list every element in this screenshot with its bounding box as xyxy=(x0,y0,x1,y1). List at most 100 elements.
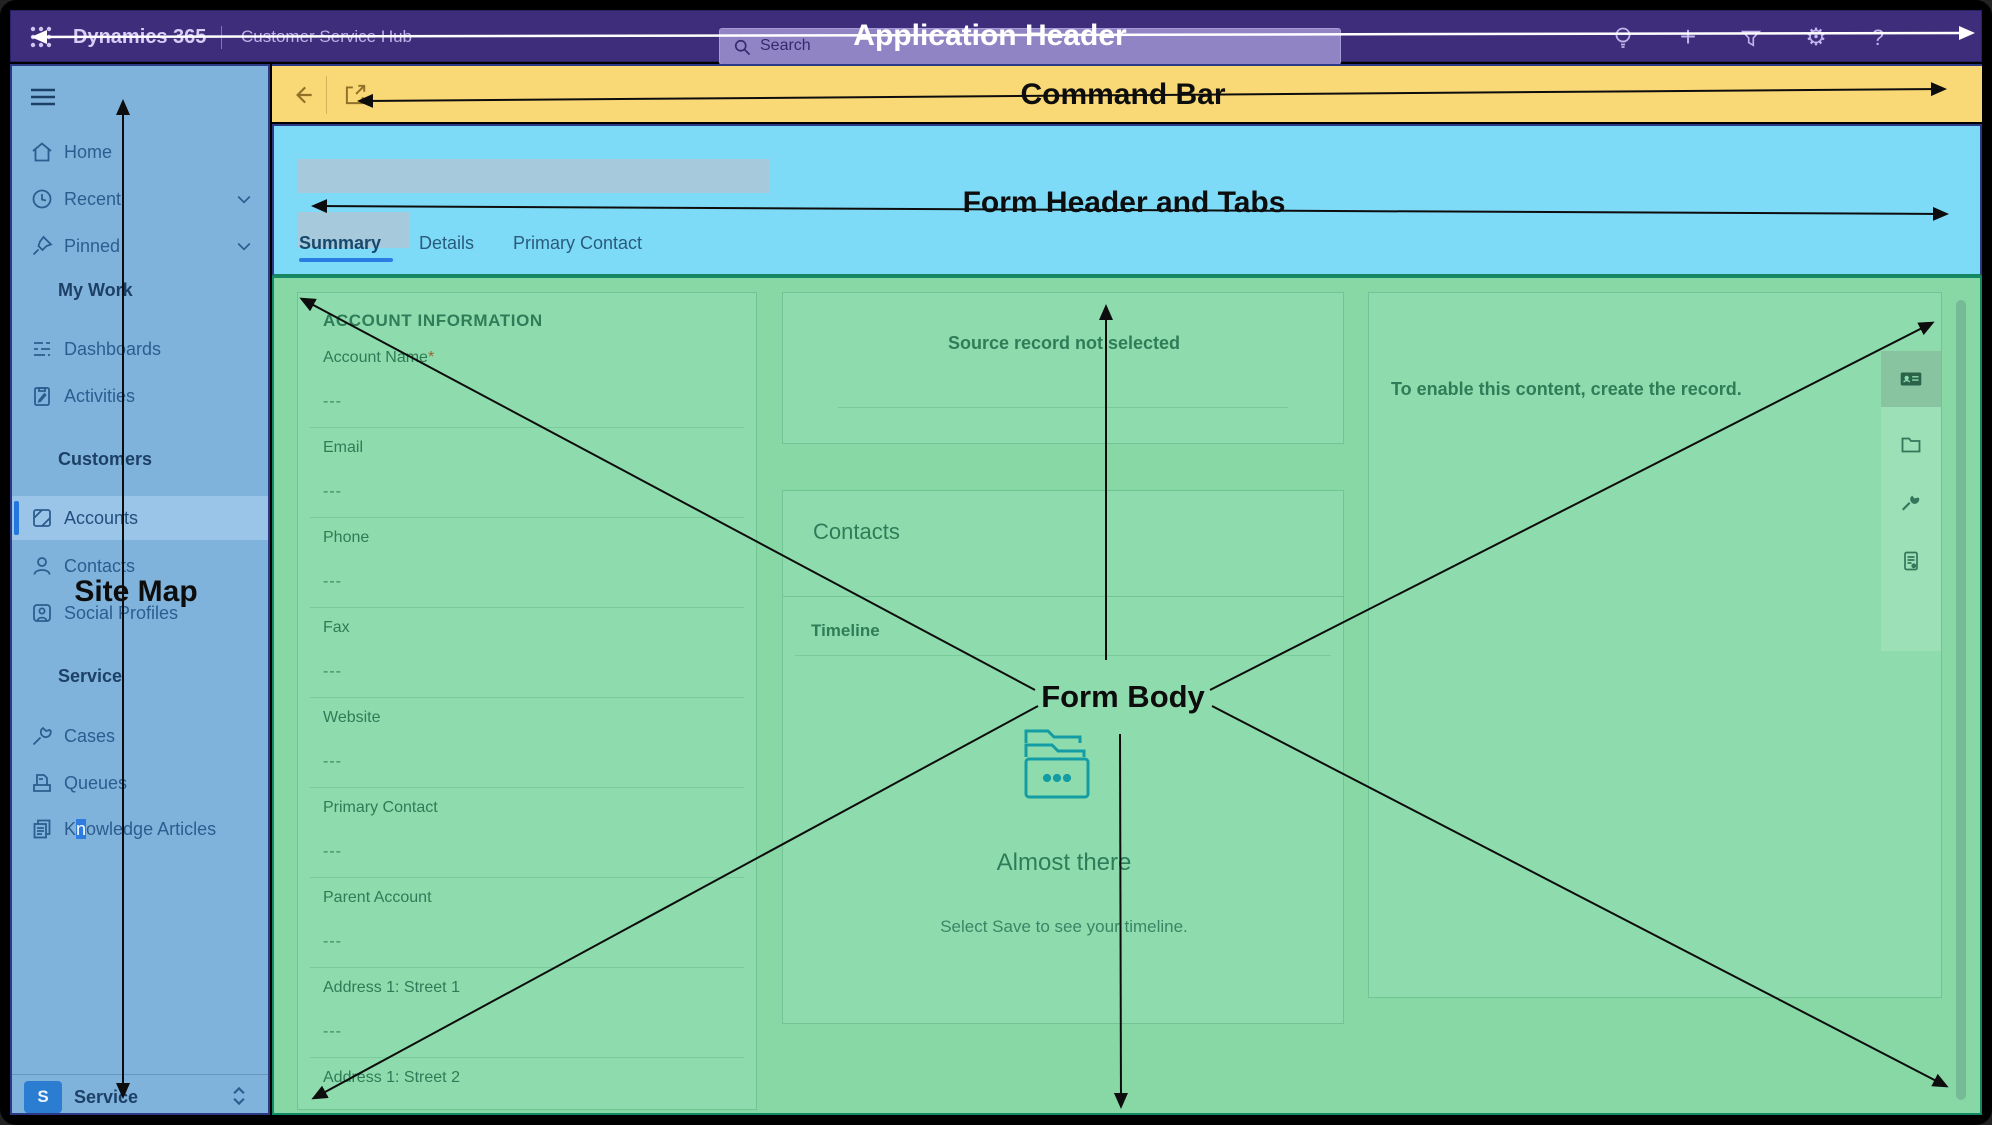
sidebar-item-label: Pinned xyxy=(64,236,121,256)
tools-wrench-view-icon[interactable] xyxy=(1881,475,1941,531)
sidebar-item-label: Queues xyxy=(64,773,128,793)
field-label-address1-street1: Address 1: Street 1 xyxy=(323,979,460,996)
search-input[interactable]: Search xyxy=(719,28,1341,65)
command-bar-divider xyxy=(326,76,327,114)
source-record-message: Source record not selected xyxy=(947,333,1181,353)
sitemap-hamburger-icon[interactable] xyxy=(30,86,56,108)
timeline-empty-title: Almost there xyxy=(996,849,1132,876)
sidebar-item-queues[interactable]: Queues xyxy=(12,761,268,805)
sidebar-item-pinned[interactable]: Pinned xyxy=(12,224,268,268)
area-label: Service xyxy=(74,1087,139,1107)
knowledge-articles-icon xyxy=(33,819,51,839)
tab-details[interactable]: Details xyxy=(419,233,475,253)
field-value-address1-street1[interactable]: --- xyxy=(323,1023,342,1040)
app-launcher-waffle-icon[interactable] xyxy=(29,25,53,49)
area-badge: S xyxy=(24,1081,62,1113)
sidebar-section-customers: Customers xyxy=(58,449,153,469)
sidebar-section-service: Service xyxy=(58,666,123,686)
field-label-primary-contact: Primary Contact xyxy=(323,799,438,816)
sidebar-item-knowledge-articles[interactable]: Knowledge Articles xyxy=(12,807,268,851)
timeline-card: Timeline Almost there Select Save to see… xyxy=(782,596,1344,1024)
sidebar-item-label: Contacts xyxy=(64,556,136,576)
related-panel-message: To enable this content, create the recor… xyxy=(1391,379,1742,399)
field-label-email: Email xyxy=(323,439,364,456)
field-value-email[interactable]: --- xyxy=(323,483,342,500)
tab-primary-contact[interactable]: Primary Contact xyxy=(513,233,643,253)
sidebar-item-label: Activities xyxy=(64,386,136,406)
tab-summary[interactable]: Summary xyxy=(299,233,382,253)
sidebar-item-activities[interactable]: Activities xyxy=(12,374,268,418)
queues-icon xyxy=(33,774,51,792)
field-value-fax[interactable]: --- xyxy=(323,663,342,680)
field-label-address1-street2: Address 1: Street 2 xyxy=(323,1069,460,1086)
sidebar-item-accounts[interactable]: Accounts xyxy=(12,496,268,540)
help-icon[interactable]: ? xyxy=(1871,25,1885,50)
social-profiles-icon xyxy=(33,604,51,622)
sidebar-item-recent[interactable]: Recent xyxy=(12,177,268,221)
field-value-primary-contact[interactable]: --- xyxy=(323,843,342,860)
sidebar-item-cases[interactable]: Cases xyxy=(12,714,268,758)
contacts-card: Contacts xyxy=(782,490,1344,600)
source-record-card: Source record not selected xyxy=(782,292,1344,444)
sidebar-item-dashboards[interactable]: Dashboards xyxy=(12,327,268,371)
clock-icon xyxy=(32,189,52,209)
business-card-view-icon[interactable] xyxy=(1881,351,1941,407)
selected-indicator xyxy=(14,501,19,535)
account-information-title: ACCOUNT INFORMATION xyxy=(323,311,543,330)
sidebar-item-social-profiles[interactable]: Social Profiles xyxy=(12,591,268,635)
sidebar-section-my-work: My Work xyxy=(58,280,133,300)
field-value-parent-account[interactable]: --- xyxy=(323,933,342,950)
filter-icon[interactable] xyxy=(1733,23,1769,53)
folder-tab-view-icon[interactable] xyxy=(1881,417,1941,473)
accounts-icon xyxy=(33,509,51,527)
sidebar-item-home[interactable]: Home xyxy=(12,130,268,174)
related-content-panel: To enable this content, create the recor… xyxy=(1368,292,1942,998)
brand-divider xyxy=(221,26,222,49)
app-name[interactable]: Customer Service Hub xyxy=(241,27,413,46)
sitemap-region: Home Recent Pinned My Work Dashboards Ac… xyxy=(10,64,270,1115)
sidebar-item-contacts[interactable]: Contacts xyxy=(12,544,268,588)
settings-gear-icon[interactable]: ⚙ xyxy=(1805,24,1827,51)
field-label-website: Website xyxy=(323,709,381,726)
area-switcher-chevrons-icon[interactable] xyxy=(226,1083,252,1109)
activities-clipboard-icon xyxy=(34,387,50,406)
vertical-scrollbar[interactable] xyxy=(1956,300,1966,1100)
application-header-region: Dynamics 365 Customer Service Hub Search… xyxy=(10,10,1982,65)
field-label-fax: Fax xyxy=(323,619,350,636)
related-panel-icon-strip xyxy=(1881,351,1941,651)
area-switcher[interactable]: S Service xyxy=(12,1074,268,1115)
dashboards-icon xyxy=(34,342,50,356)
field-value-account-name[interactable]: --- xyxy=(323,393,342,410)
search-icon xyxy=(734,39,751,56)
search-placeholder: Search xyxy=(760,37,811,54)
sidebar-item-label: Dashboards xyxy=(64,339,162,359)
brand-title: Dynamics 365 xyxy=(73,26,207,48)
command-bar-region xyxy=(272,64,1982,122)
record-title-placeholder xyxy=(297,159,769,193)
document-view-icon[interactable] xyxy=(1881,533,1941,589)
cases-wrench-icon xyxy=(32,726,52,746)
chevron-down-icon[interactable] xyxy=(234,189,254,209)
timeline-folder-icon xyxy=(1022,725,1106,801)
account-information-card: ACCOUNT INFORMATION Account Name* --- Em… xyxy=(297,292,757,1110)
chevron-down-icon[interactable] xyxy=(234,236,254,256)
sidebar-item-label: Accounts xyxy=(64,508,139,528)
field-value-website[interactable]: --- xyxy=(323,753,342,770)
sidebar-item-label: Home xyxy=(64,142,113,162)
timeline-title: Timeline xyxy=(811,621,880,640)
lightbulb-icon[interactable] xyxy=(1605,23,1641,53)
add-icon[interactable]: + xyxy=(1679,21,1697,52)
field-value-phone[interactable]: --- xyxy=(323,573,342,590)
sidebar-item-label: Cases xyxy=(64,726,116,746)
text-selection-highlight: n xyxy=(76,819,87,839)
contacts-card-title: Contacts xyxy=(813,519,900,544)
form-header-region: Summary Details Primary Contact xyxy=(272,124,1982,276)
field-label-account-name: Account Name* xyxy=(323,349,435,366)
timeline-empty-hint: Select Save to see your timeline. xyxy=(940,917,1188,936)
sidebar-item-label: Social Profiles xyxy=(64,603,179,623)
sidebar-item-label: Knowledge Articles xyxy=(64,819,217,839)
sidebar-item-label: Recent xyxy=(64,189,122,209)
back-arrow-icon[interactable] xyxy=(290,82,316,108)
popout-form-icon[interactable] xyxy=(342,82,368,108)
